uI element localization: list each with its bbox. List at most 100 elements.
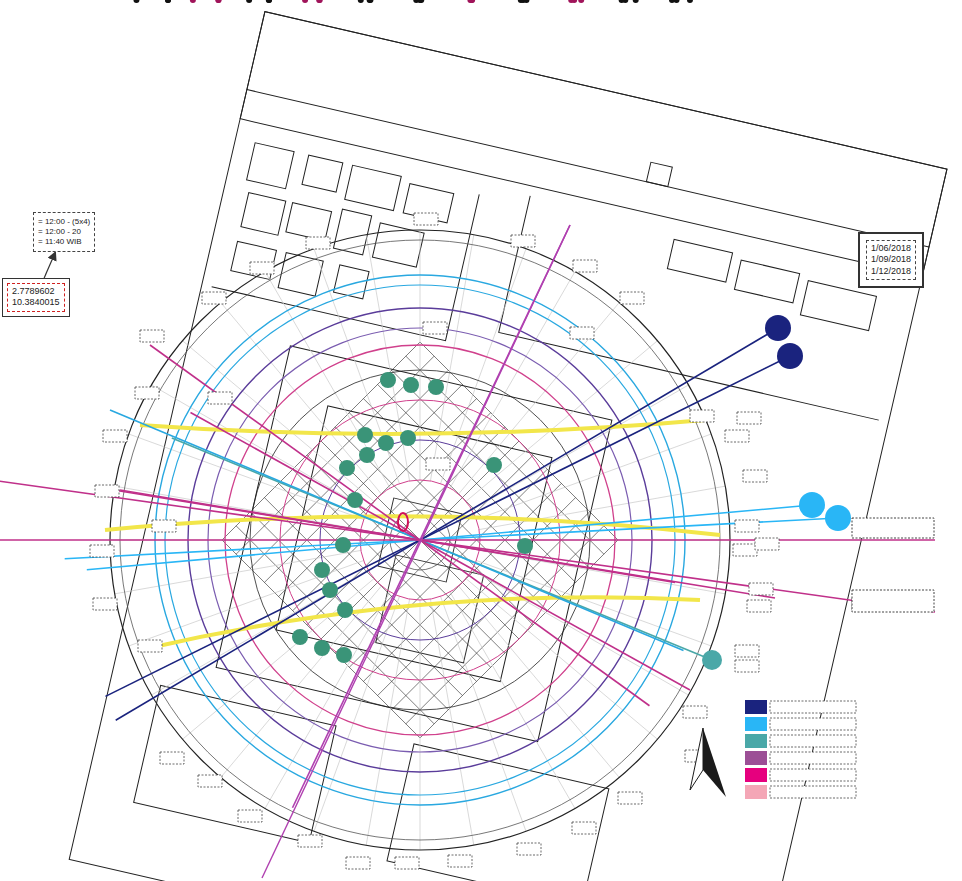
tag-box bbox=[749, 583, 773, 595]
radial-line bbox=[183, 579, 375, 740]
tag-box bbox=[202, 292, 226, 304]
tag-box bbox=[618, 792, 642, 804]
note-text: = 12:00 - 20 bbox=[38, 227, 90, 237]
tag-box bbox=[620, 292, 644, 304]
tag-box bbox=[570, 327, 594, 339]
tag-box bbox=[770, 769, 856, 781]
radial-line bbox=[129, 561, 364, 647]
sun-ray bbox=[116, 328, 778, 720]
hour-dot bbox=[523, 0, 529, 3]
callout-box: 1/06/20181/09/20181/12/2018 bbox=[858, 232, 924, 288]
building bbox=[800, 281, 876, 331]
tag-box bbox=[346, 857, 370, 869]
hour-dot bbox=[367, 0, 373, 3]
tree bbox=[292, 629, 308, 645]
radial-line bbox=[314, 596, 400, 831]
tag-box bbox=[95, 485, 119, 497]
hour-dot bbox=[302, 0, 308, 3]
building bbox=[734, 260, 799, 303]
tag-box bbox=[160, 752, 184, 764]
road-line bbox=[247, 90, 929, 247]
tag-box bbox=[733, 544, 757, 556]
note-text: = 12:00 - (5x4) bbox=[38, 217, 90, 227]
tag-box bbox=[93, 598, 117, 610]
hour-dot bbox=[316, 0, 322, 3]
tree bbox=[486, 457, 502, 473]
north-arrow bbox=[703, 728, 726, 797]
tag-box bbox=[747, 600, 771, 612]
tag-box bbox=[517, 843, 541, 855]
sun-path bbox=[105, 516, 720, 535]
hatch-line bbox=[264, 498, 462, 696]
radial-line bbox=[265, 592, 390, 809]
tag-box bbox=[208, 392, 232, 404]
sun-marker bbox=[825, 505, 851, 531]
tree bbox=[428, 379, 444, 395]
hour-dot bbox=[317, 0, 323, 3]
sun-ray bbox=[0, 539, 935, 541]
tree bbox=[378, 435, 394, 451]
hour-dot bbox=[687, 0, 693, 3]
tree bbox=[322, 582, 338, 598]
inner-frame: 1/06/20181/09/20181/12/2018 bbox=[866, 240, 916, 280]
tag-box bbox=[852, 590, 934, 612]
radial-line bbox=[129, 434, 364, 520]
hour-dot bbox=[518, 0, 524, 3]
radial-line bbox=[476, 434, 711, 520]
tree bbox=[337, 602, 353, 618]
hour-dot bbox=[215, 0, 221, 3]
building bbox=[231, 241, 277, 279]
tag-box bbox=[511, 235, 535, 247]
radial-line bbox=[450, 592, 575, 809]
road-strip bbox=[240, 12, 947, 277]
tag-box bbox=[152, 520, 176, 532]
tag-box bbox=[90, 545, 114, 557]
sun-ray bbox=[150, 345, 650, 706]
tag-box bbox=[198, 775, 222, 787]
tree bbox=[357, 427, 373, 443]
hour-dot bbox=[165, 0, 171, 3]
tag-box bbox=[690, 410, 714, 422]
note-text: = 11:40 WIB bbox=[38, 237, 90, 247]
inner-frame: 2.778960210.3840015 bbox=[7, 283, 65, 312]
tag-box bbox=[743, 470, 767, 482]
note-text: 10.3840015 bbox=[12, 297, 60, 308]
radial-line bbox=[472, 385, 689, 510]
hour-dot bbox=[669, 0, 675, 3]
hour-dot bbox=[165, 0, 171, 3]
tree bbox=[400, 430, 416, 446]
tag-box bbox=[138, 640, 162, 652]
radial-line bbox=[115, 486, 361, 529]
building bbox=[247, 143, 295, 189]
note-text: 1/09/2018 bbox=[871, 254, 911, 265]
tree bbox=[336, 647, 352, 663]
tag-box bbox=[414, 213, 438, 225]
radial-line bbox=[472, 570, 689, 695]
colour-swatch bbox=[745, 785, 767, 799]
hour-dot bbox=[215, 0, 221, 3]
leader-arrow bbox=[44, 252, 55, 278]
colour-swatch bbox=[745, 700, 767, 714]
tag-box bbox=[852, 518, 934, 538]
tag-box bbox=[735, 645, 759, 657]
radial-line bbox=[420, 600, 421, 850]
tag-box bbox=[573, 260, 597, 272]
radial-line bbox=[441, 596, 527, 831]
hour-dot bbox=[358, 0, 364, 3]
sun-ray bbox=[0, 479, 935, 612]
hour-dot bbox=[568, 0, 574, 3]
tag-box bbox=[725, 430, 749, 442]
tag-box bbox=[103, 430, 127, 442]
north-arrow bbox=[690, 728, 703, 790]
hour-dot bbox=[619, 0, 625, 3]
tag-box bbox=[770, 752, 856, 764]
tag-box bbox=[770, 735, 856, 747]
note-text: 1/06/2018 bbox=[871, 243, 911, 254]
building bbox=[278, 253, 323, 297]
tag-box bbox=[448, 855, 472, 867]
sun-marker bbox=[765, 315, 791, 341]
hour-dot bbox=[266, 0, 272, 3]
colour-swatch bbox=[745, 751, 767, 765]
building bbox=[302, 155, 343, 192]
